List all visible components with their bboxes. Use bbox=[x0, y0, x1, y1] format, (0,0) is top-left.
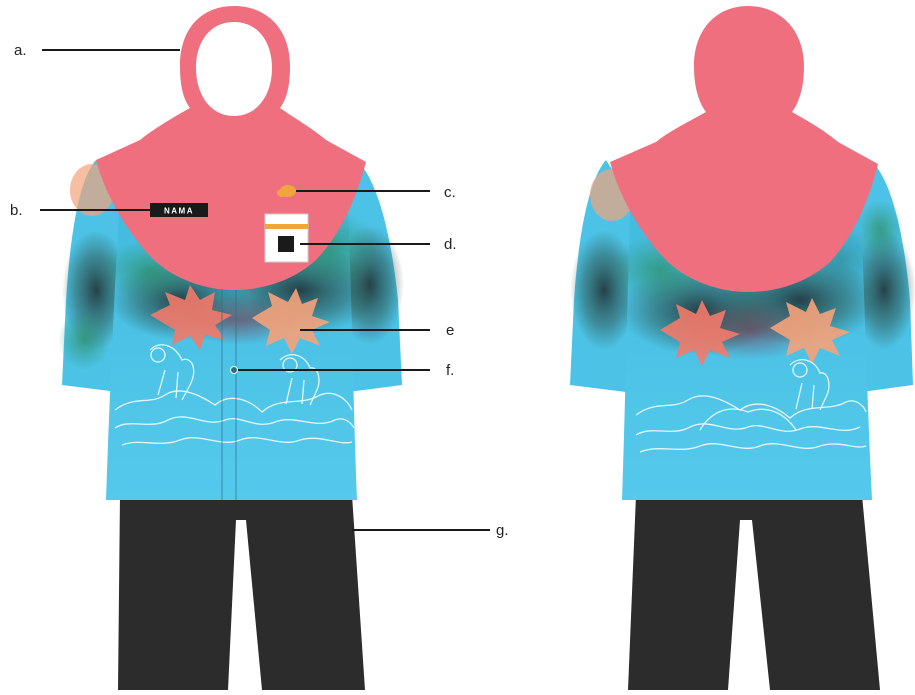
label-d: d. bbox=[444, 236, 457, 253]
name-tag-text: NAMA bbox=[164, 207, 194, 216]
name-tag: NAMA bbox=[150, 203, 208, 217]
button-icon bbox=[231, 367, 238, 374]
label-a: a. bbox=[14, 42, 27, 59]
badge-patch bbox=[265, 214, 308, 262]
label-f: f. bbox=[446, 362, 454, 379]
back-pants bbox=[628, 495, 880, 690]
label-e: e bbox=[446, 322, 454, 339]
front-view: NAMA a. b. c. d. e f. g. bbox=[10, 6, 509, 690]
label-g: g. bbox=[496, 522, 509, 539]
label-c: c. bbox=[444, 184, 456, 201]
front-pants bbox=[118, 495, 365, 690]
back-view bbox=[570, 6, 915, 690]
label-b: b. bbox=[10, 202, 23, 219]
